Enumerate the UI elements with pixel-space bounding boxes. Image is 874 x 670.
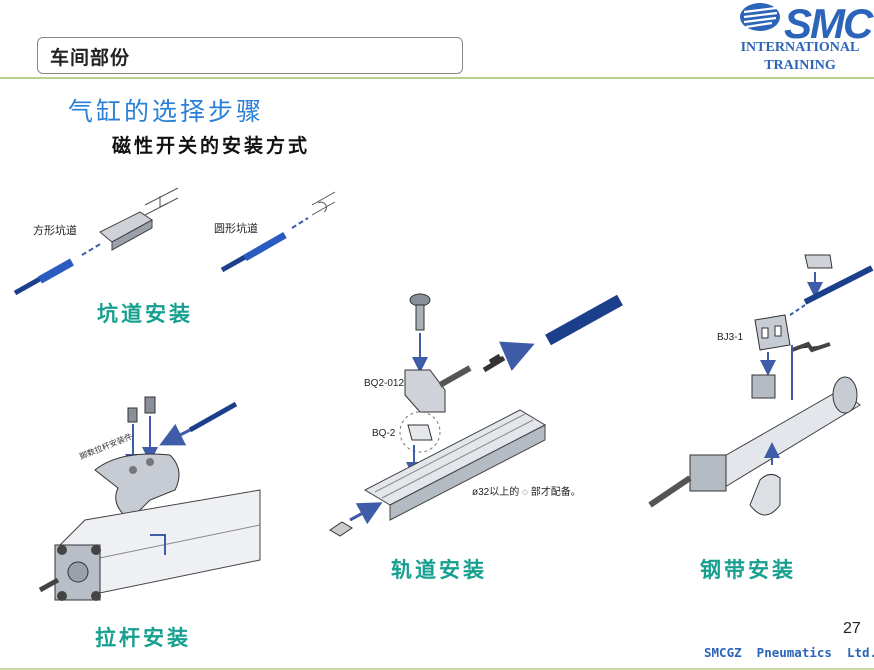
header-divider xyxy=(0,77,874,79)
caption-tie-rod-mounting: 拉杆安装 xyxy=(95,625,191,650)
logo-line-training: TRAINING xyxy=(764,58,836,73)
page-title: 气缸的选择步骤 xyxy=(68,97,265,126)
label-round-slot: 圆形坑道 xyxy=(214,223,258,235)
tie-rod-illustration xyxy=(38,396,261,601)
label-square-slot: 方形坑道 xyxy=(33,225,77,237)
section-label: 车间部份 xyxy=(50,47,131,69)
caption-rail-mounting: 轨道安装 xyxy=(391,557,487,582)
square-slot-illustration xyxy=(13,187,179,296)
round-slot-illustration xyxy=(220,191,336,273)
label-bj3-1: BJ3-1 xyxy=(717,332,744,343)
caption-band-mounting: 钢带安装 xyxy=(700,557,796,582)
smc-logo-text: SMC xyxy=(784,0,873,47)
section-box: 车间部份 xyxy=(37,37,463,74)
smc-logo-icon xyxy=(740,3,780,31)
footer-divider xyxy=(0,668,874,670)
footer-company: SMCGZ Pneumatics Ltd. xyxy=(704,645,874,660)
logo-line-international: INTERNATIONAL xyxy=(740,40,860,55)
label-bq2-012: BQ2-012 xyxy=(364,378,405,389)
page-number: 27 xyxy=(843,620,861,637)
rail-note: ø32以上的 ◌ 部才配备。 xyxy=(472,487,581,498)
page-subtitle: 磁性开关的安装方式 xyxy=(112,135,311,157)
caption-slot-mounting: 坑道安装 xyxy=(97,301,193,326)
label-bq2: BQ-2 xyxy=(372,428,396,439)
rail-illustration xyxy=(329,293,623,537)
band-illustration xyxy=(648,254,874,516)
